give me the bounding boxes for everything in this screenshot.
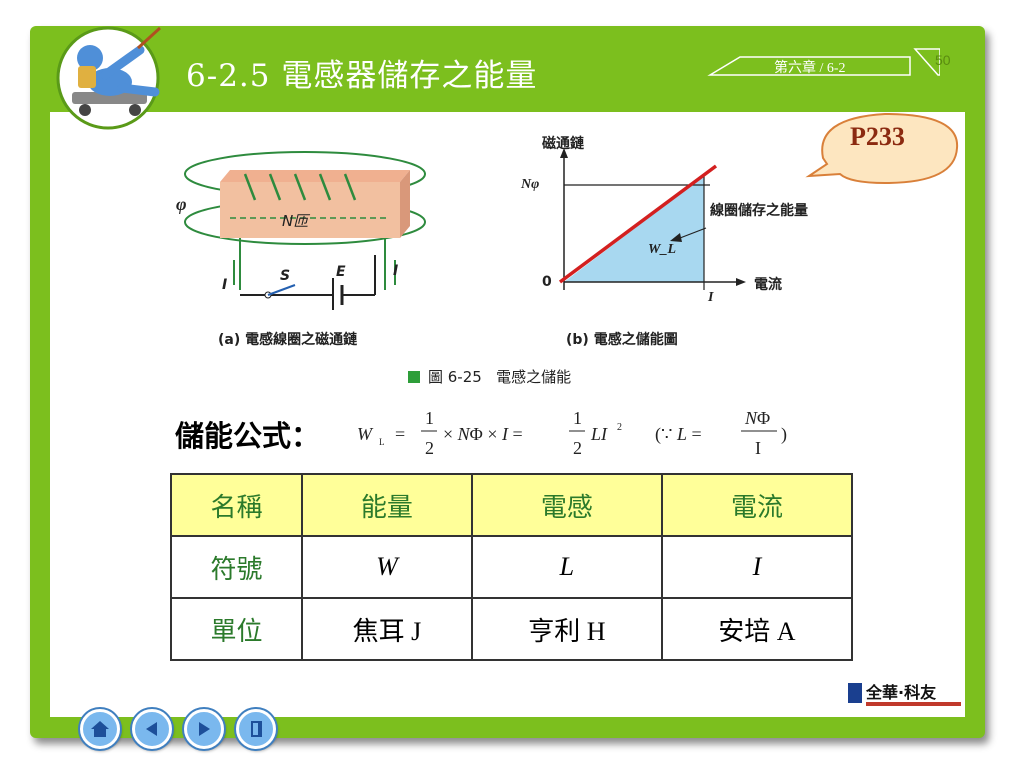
svg-text:W: W — [357, 424, 374, 444]
svg-text:2: 2 — [617, 422, 622, 433]
svg-text:1: 1 — [573, 408, 582, 428]
page-number: 50 — [935, 52, 951, 68]
table-row: 符號 W L I — [170, 535, 854, 599]
figure-caption: 圖 6-25 電感之儲能 — [408, 366, 571, 387]
table-row-header: 符號 — [170, 535, 303, 599]
origin-label: 0 — [542, 274, 552, 290]
svg-text:1: 1 — [425, 408, 434, 428]
battery-label: E — [336, 264, 346, 280]
formula-label: 儲能公式： — [175, 419, 321, 453]
publisher-logo: 全華·科友 — [848, 683, 961, 706]
y-axis-label: 磁通鏈 — [542, 136, 584, 152]
current-label-right: I — [393, 263, 399, 279]
figure-title: 電感之儲能 — [496, 368, 572, 386]
table-header-cell: 電感 — [470, 473, 663, 537]
page-reference-text: P233 — [850, 122, 905, 151]
current-label-left: I — [222, 277, 228, 293]
table-cell: 亨利 H — [470, 597, 663, 661]
page-title: 6-2.5 電感器儲存之能量 — [186, 58, 538, 94]
svg-text:LI: LI — [590, 424, 608, 444]
flux-label: φ — [176, 194, 187, 214]
figure-a-caption: (a) 電感線圈之磁通鏈 — [218, 332, 358, 348]
x-axis-label: 電流 — [754, 277, 782, 293]
chapter-tab — [707, 48, 940, 76]
energy-storage-graph — [558, 148, 746, 290]
page-reference-callout — [805, 112, 959, 185]
svg-text:I: I — [755, 438, 761, 458]
table-cell: 焦耳 J — [300, 597, 473, 661]
table-row: 單位 焦耳 J 亨利 H 安培 A — [170, 597, 854, 661]
next-icon — [199, 722, 210, 736]
switch-label: S — [280, 268, 291, 284]
logo-text: 全華·科友 — [865, 683, 937, 702]
table-cell: I — [660, 535, 854, 599]
inductor-coil-diagram — [184, 151, 426, 310]
svg-text:× NΦ × I =: × NΦ × I = — [443, 424, 523, 444]
y-tick-label: Nφ — [521, 177, 540, 192]
table-header-cell: 能量 — [300, 473, 473, 537]
mascot-illustration — [56, 26, 162, 130]
svg-text:(∵ L =: (∵ L = — [655, 424, 702, 445]
figure-b-caption: (b) 電感之儲能圖 — [566, 332, 678, 348]
svg-text:L: L — [379, 437, 385, 447]
previous-button[interactable] — [132, 709, 172, 749]
chapter-label: 第六章 / 6-2 — [774, 61, 846, 76]
table-cell: L — [470, 535, 663, 599]
home-icon — [91, 721, 109, 737]
svg-text:=: = — [395, 424, 405, 444]
caption-marker — [408, 371, 420, 383]
svg-text:2: 2 — [573, 438, 582, 458]
table-header-cell: 名稱 — [170, 473, 303, 537]
svg-text:2: 2 — [425, 438, 434, 458]
svg-text:): ) — [781, 424, 787, 445]
exit-button[interactable] — [236, 709, 276, 749]
figure-number: 圖 6-25 — [428, 368, 482, 386]
exit-icon — [251, 721, 262, 737]
table-cell: 安培 A — [660, 597, 854, 661]
home-button[interactable] — [80, 709, 120, 749]
table-row-header: 單位 — [170, 597, 303, 661]
table-cell: W — [300, 535, 473, 599]
stored-energy-annotation: 線圈儲存之能量 — [710, 203, 808, 219]
svg-text:NΦ: NΦ — [744, 408, 770, 428]
next-button[interactable] — [184, 709, 224, 749]
x-tick-label: I — [708, 290, 714, 305]
table-header-cell: 電流 — [660, 473, 854, 537]
turns-label: N匝 — [282, 212, 309, 230]
energy-area-label: W_L — [648, 242, 676, 257]
units-table: 名稱 能量 電感 電流 符號 W L I 單位 焦耳 J 亨利 H 安培 A — [170, 473, 854, 661]
previous-icon — [146, 722, 157, 736]
table-header-row: 名稱 能量 電感 電流 — [170, 473, 854, 537]
